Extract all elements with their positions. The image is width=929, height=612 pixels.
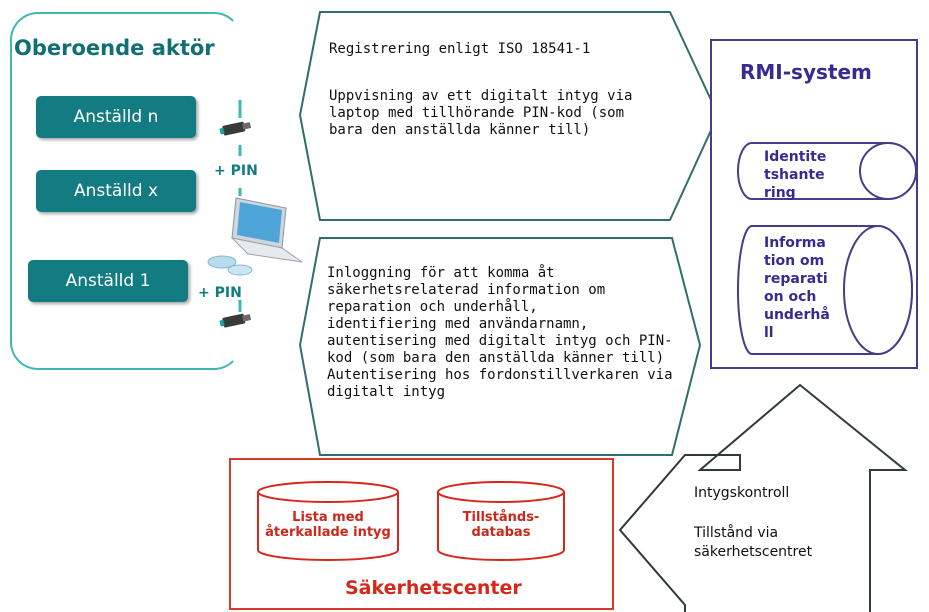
rmi-cylinders (737, 142, 917, 355)
side-up-left-arrow (618, 383, 908, 612)
usb-token-icon (219, 121, 252, 136)
actor-title: Oberoende aktör (14, 36, 215, 60)
employee-label: Anställd 1 (65, 271, 151, 291)
laptop-icon (207, 197, 303, 276)
permit-db-label: Tillstånds- databas (462, 510, 540, 540)
security-center-cylinders (257, 481, 565, 561)
permit-text: Tillstånd via (694, 525, 779, 541)
cert-check-text: Intygskontroll (694, 485, 790, 501)
revoked-certs-label: Lista med återkallade intyg (265, 510, 391, 540)
employee-1[interactable]: Anställd 1 (28, 260, 188, 302)
independent-actor-box (10, 12, 242, 370)
rmi-title: RMI-system (740, 60, 872, 84)
employee-label: Anställd n (73, 107, 159, 127)
registration-text: Uppvisning av ett digitalt intyg via lap… (329, 88, 633, 138)
registration-heading: Registrering enligt ISO 18541-1 (329, 41, 591, 57)
security-center-title: Säkerhetscenter (345, 577, 522, 599)
top-double-arrow (298, 11, 720, 221)
usb-token-icon (219, 313, 252, 328)
employee-x[interactable]: Anställd x (36, 170, 196, 212)
bottom-double-arrow (298, 237, 702, 456)
employee-n[interactable]: Anställd n (36, 96, 196, 138)
identity-management-label: Identite tshante ring (764, 149, 827, 201)
permit-text-2: säkerhetscentret (694, 544, 813, 560)
pin-label: + PIN (198, 285, 242, 301)
pin-label: + PIN (214, 163, 258, 179)
repair-info-label: Informa tion om reparati on och underhå … (764, 235, 830, 341)
login-text: Inloggning för att komma åt säkerhetsrel… (327, 265, 673, 400)
employee-label: Anställd x (73, 181, 159, 201)
